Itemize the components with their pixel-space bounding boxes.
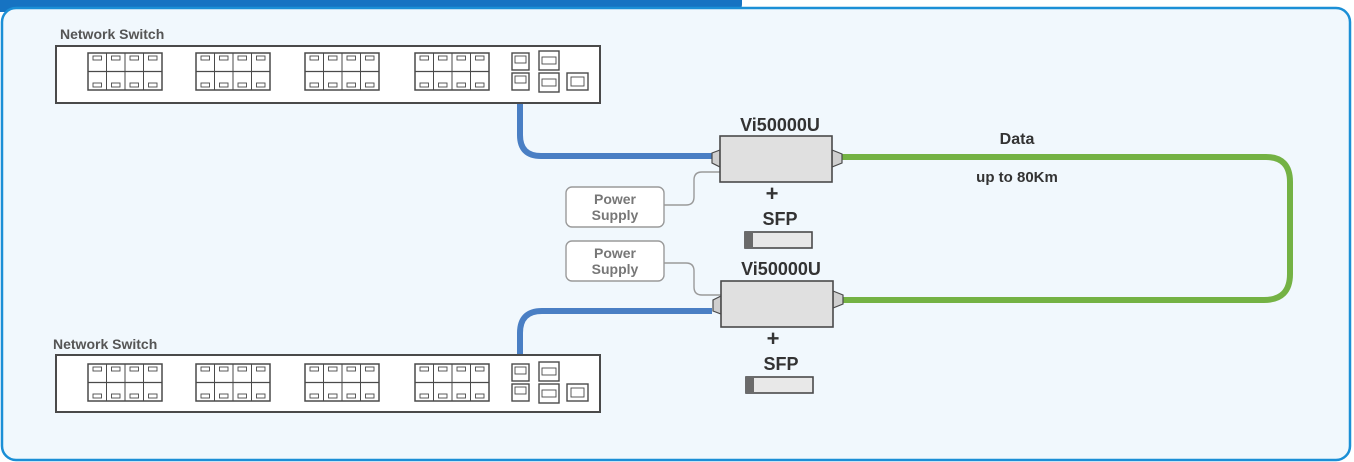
power-supply-top (565, 186, 665, 228)
media-converter-top (711, 135, 843, 183)
power-supply-bottom (565, 240, 665, 282)
rj45-port-group-icon (414, 52, 490, 91)
power-lead-bottom (664, 262, 722, 296)
switch-top-ports (87, 50, 589, 93)
switch-bottom-label: Network Switch (53, 336, 157, 352)
rj45-port-group-icon (87, 363, 163, 402)
converter-top-model: Vi50000U (740, 115, 820, 135)
media-converter-bottom (712, 280, 844, 328)
uplink-port-icon (511, 363, 530, 402)
sfp-module-top-icon (744, 231, 813, 249)
console-port-icon (566, 383, 589, 402)
switch-bottom-ports (87, 361, 589, 404)
copper-cable-top (517, 88, 712, 159)
copper-cable-bottom (517, 308, 712, 367)
rj45-port-group-icon (414, 363, 490, 402)
power-supply-bottom-line1: Power (594, 245, 637, 261)
sfp-slot-icon (538, 361, 560, 404)
converter-top-plus: + (766, 181, 779, 206)
converter-top-body (719, 135, 833, 183)
rj45-port-group-icon (87, 52, 163, 91)
sfp-slot-icon (538, 50, 560, 93)
sfp-bottom-label: SFP (763, 354, 798, 374)
rj45-port-group-icon (304, 52, 380, 91)
sfp-module-bottom-icon (745, 376, 814, 394)
fiber-cable (838, 154, 1293, 303)
switch-top-label: Network Switch (60, 26, 164, 42)
rj45-port-group-icon (195, 52, 271, 91)
rj45-port-group-icon (195, 363, 271, 402)
console-port-icon (566, 72, 589, 91)
converter-bottom-body (720, 280, 834, 328)
diagram-panel (0, 6, 1352, 462)
data-link-distance: up to 80Km (976, 169, 1058, 186)
uplink-port-icon (511, 52, 530, 91)
power-supply-top-line2: Supply (592, 207, 639, 223)
sfp-top-label: SFP (762, 209, 797, 229)
rj45-port-group-icon (304, 363, 380, 402)
power-supply-bottom-line2: Supply (592, 261, 639, 277)
converter-bottom-plus: + (767, 326, 780, 351)
data-link-title: Data (1000, 131, 1035, 148)
power-lead-top (664, 171, 722, 206)
power-supply-top-line1: Power (594, 191, 637, 207)
converter-bottom-model: Vi50000U (741, 259, 821, 279)
